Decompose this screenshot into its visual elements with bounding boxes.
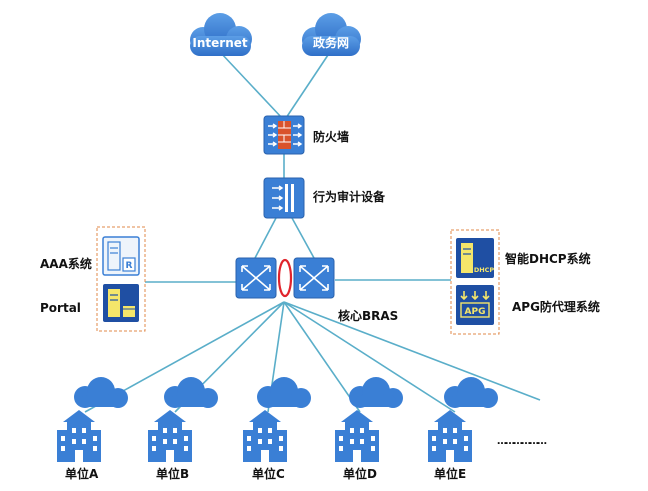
audit-label: 行为审计设备 bbox=[313, 190, 386, 204]
connection-lines bbox=[84, 51, 541, 413]
apg-label: APG防代理系统 bbox=[512, 300, 600, 314]
dhcp-apg-group bbox=[450, 229, 500, 335]
dhcp-mark: DHCP bbox=[474, 266, 495, 274]
internet-cloud: Internet bbox=[190, 13, 252, 56]
gov-net-label: 政务网 bbox=[313, 35, 349, 50]
aaa-label: AAA系统 bbox=[40, 257, 92, 271]
unit-b-label: 单位B bbox=[156, 467, 190, 481]
more-units-ellipsis: ……………… bbox=[497, 436, 547, 447]
firewall-label: 防火墙 bbox=[313, 130, 350, 144]
link-govnet-firewall bbox=[285, 51, 331, 119]
r-mark: R bbox=[126, 261, 133, 271]
dhcp-label: 智能DHCP系统 bbox=[505, 252, 591, 266]
unit-d-label: 单位D bbox=[343, 467, 377, 481]
link-audit-switch-left bbox=[254, 217, 277, 259]
aaa-server-icon: R bbox=[102, 236, 140, 276]
audit-device-icon bbox=[263, 177, 305, 219]
unit-b-icon bbox=[148, 377, 218, 462]
link-audit-switch-right bbox=[291, 217, 315, 259]
gov-net-cloud: 政务网 bbox=[302, 13, 361, 56]
unit-e-icon bbox=[428, 377, 498, 462]
portal-label: Portal bbox=[40, 301, 81, 315]
link-internet-firewall bbox=[219, 51, 283, 119]
link-core-more bbox=[283, 301, 541, 401]
unit-c-icon bbox=[243, 377, 311, 462]
unit-a-icon bbox=[57, 377, 128, 462]
aaa-portal-group bbox=[96, 226, 146, 332]
link-core-unit-e bbox=[283, 301, 456, 413]
apg-mark: APG bbox=[465, 307, 486, 317]
unit-c-label: 单位C bbox=[252, 467, 285, 481]
unit-a-label: 单位A bbox=[65, 467, 99, 481]
apg-device-icon: APG bbox=[456, 285, 494, 325]
internet-label: Internet bbox=[192, 36, 247, 50]
link-core-unit-d bbox=[283, 301, 361, 413]
core-bras-label: 核心BRAS bbox=[338, 309, 399, 323]
firewall-icon bbox=[263, 115, 305, 155]
core-bras-icon bbox=[235, 257, 335, 299]
unit-e-label: 单位E bbox=[434, 467, 467, 481]
portal-server-icon bbox=[103, 284, 139, 322]
dhcp-server-icon: DHCP bbox=[456, 238, 494, 278]
